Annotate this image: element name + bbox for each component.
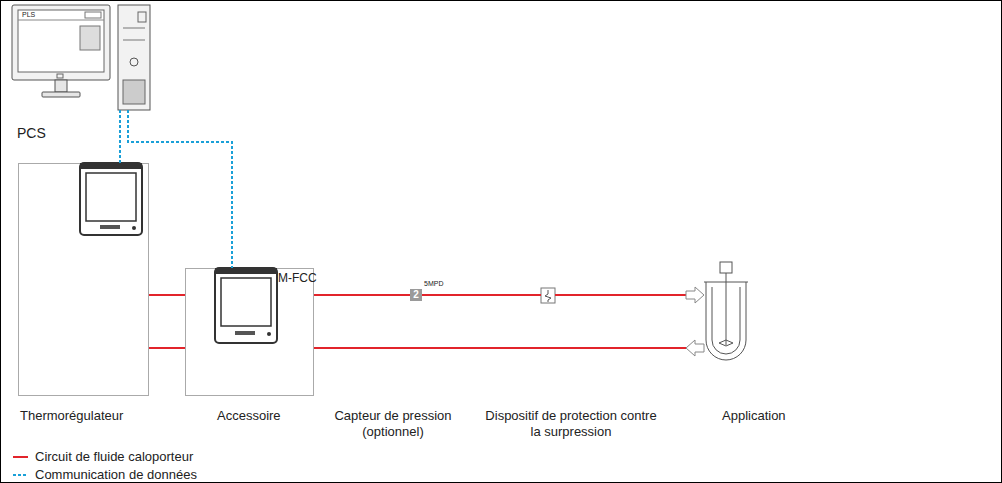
fluid-line [149,295,185,296]
connector-line [149,294,185,296]
data-link [120,110,121,163]
legend-line-sample [13,456,28,458]
housing-outline [186,269,314,396]
fluid-line [314,295,410,296]
sensor-symbol [410,289,422,301]
sensor-code: 5MPD [424,280,443,289]
connector-line [119,110,121,163]
device-label: Capteur de pression (optionnel) [323,408,463,441]
controller-panel [80,163,142,235]
connector-line [314,294,410,296]
legend-text: Circuit de fluide caloporteur [35,449,193,465]
connector-line [314,347,686,349]
connector-line [555,294,686,296]
fluid-line [314,340,704,356]
housing-outline [19,164,149,396]
controller-panel [215,268,277,343]
accessory-box: M-FCCAccessoire [185,268,314,396]
device-label: Application [722,408,786,424]
flow-arrowhead [686,340,704,356]
reactor [704,262,748,360]
connector-line [149,347,185,349]
computer-node: PCS [12,5,150,110]
fluid-line [555,287,704,303]
device-label: PCS [17,125,46,143]
device-label: Accessoire [217,408,281,424]
data-link [128,110,232,268]
legend-text: Communication de données [35,467,197,483]
relief-symbol [541,288,555,303]
legend-dash-sample [13,474,28,476]
connector-line [128,110,232,268]
application-reactor: Application [704,262,748,366]
screen-title: PLS [22,11,35,20]
connector-line [422,294,541,296]
device-label: Thermorégulateur [20,408,123,424]
sensor-box: 25MPDCapteur de pression (optionnel) [410,289,422,301]
fluid-line [149,348,185,349]
thermoregulator-box: Thermorégulateur [18,163,149,396]
callout-number: 2 [410,289,422,301]
pcs-computer [12,5,150,110]
fluid-line [422,295,541,296]
device-label: Dispositif de protection contre la surpr… [485,408,657,441]
model-name: M-FCC [278,271,317,286]
relief-device: Dispositif de protection contre la surpr… [541,288,555,303]
flow-arrowhead [686,287,704,303]
